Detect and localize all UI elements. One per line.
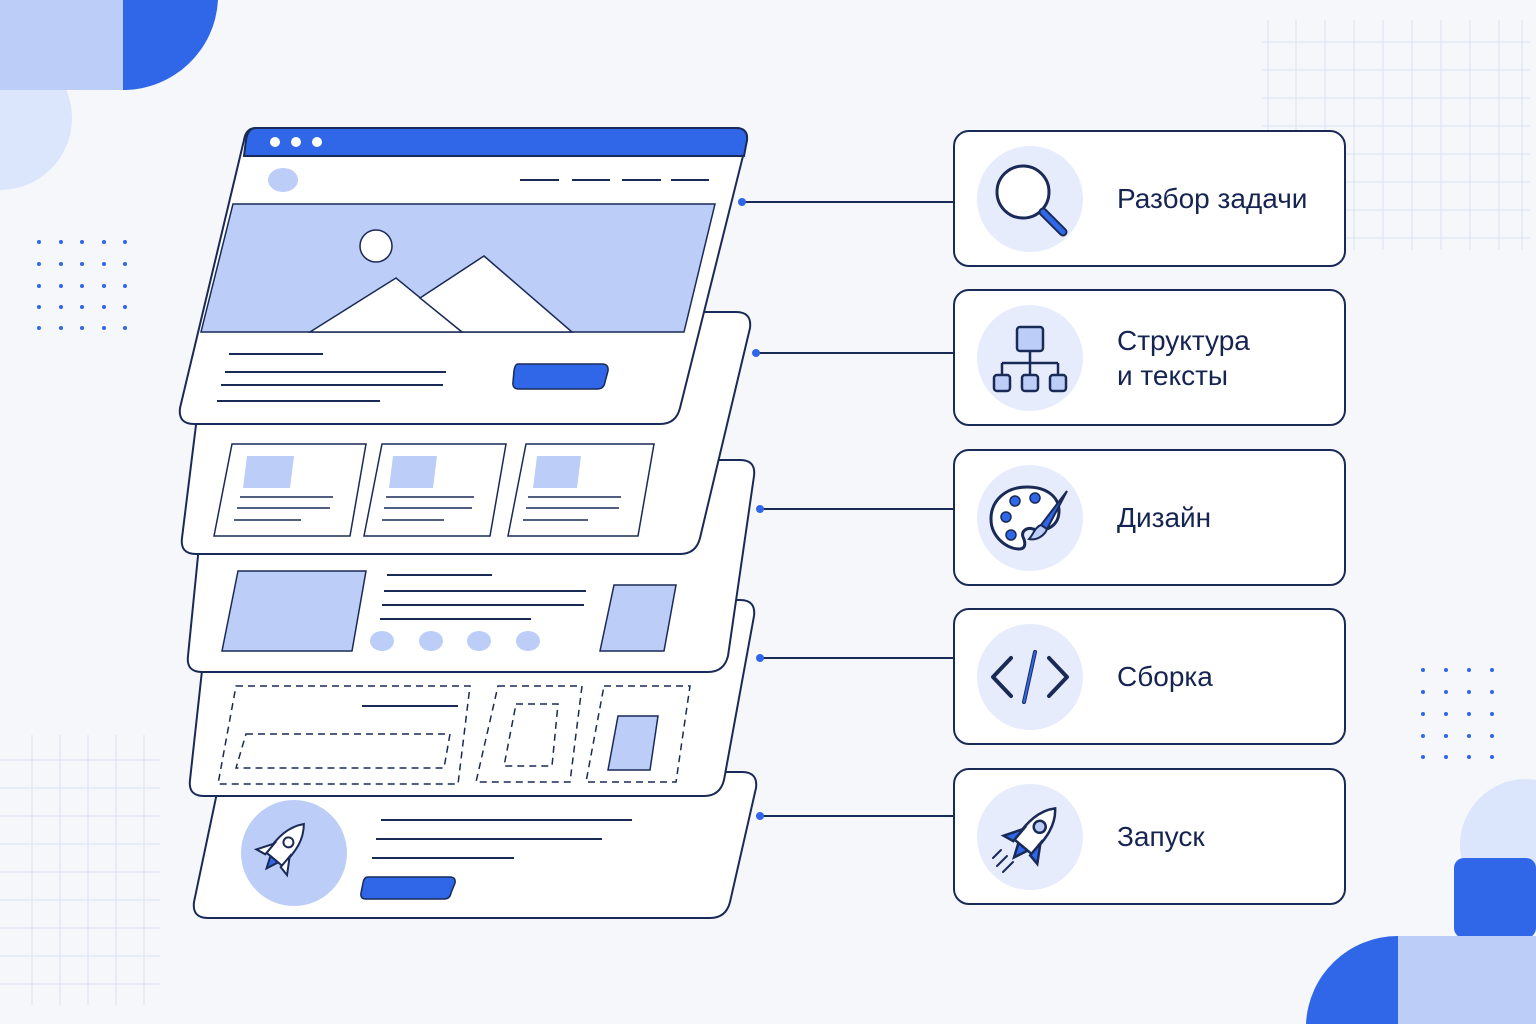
layer-launch bbox=[192, 771, 758, 919]
step-card-design: Дизайн bbox=[953, 449, 1346, 586]
hierarchy-icon bbox=[977, 305, 1083, 411]
code-icon bbox=[977, 624, 1083, 730]
palette-icon bbox=[977, 465, 1083, 571]
layer-rocket-icon bbox=[253, 822, 305, 878]
window-dots bbox=[270, 137, 322, 147]
step-card-analysis: Разбор задачи bbox=[953, 130, 1346, 267]
hero-image bbox=[200, 203, 716, 333]
magnifier-icon bbox=[977, 146, 1083, 252]
connectors bbox=[738, 198, 953, 820]
browser-title-bar bbox=[242, 127, 749, 157]
step-label-build: Сборка bbox=[1117, 661, 1213, 692]
step-label-structure: Структура и тексты bbox=[1117, 324, 1250, 391]
logo-placeholder bbox=[268, 168, 298, 192]
step-card-launch: Запуск bbox=[953, 768, 1346, 905]
connector-dot bbox=[752, 349, 760, 357]
decor-bottom-right bbox=[1306, 779, 1536, 1024]
connector-dot bbox=[756, 812, 764, 820]
connector-dot bbox=[756, 505, 764, 513]
connector-dot bbox=[738, 198, 746, 206]
step-label-design: Дизайн bbox=[1117, 502, 1212, 533]
decor-dots-left bbox=[37, 240, 127, 330]
decor-top-left bbox=[0, 0, 218, 190]
step-card-build: Сборка bbox=[953, 608, 1346, 745]
step-label-launch: Запуск bbox=[1117, 821, 1205, 852]
cta-button bbox=[512, 363, 609, 390]
connector-dot bbox=[756, 654, 764, 662]
layer-browser bbox=[178, 127, 749, 425]
decor-grid-bottom-left bbox=[0, 735, 160, 1005]
decor-dots-right bbox=[1421, 668, 1494, 759]
step-label-analysis: Разбор задачи bbox=[1117, 183, 1308, 214]
rocket-icon bbox=[977, 784, 1083, 890]
step-card-structure: Структура и тексты bbox=[953, 289, 1346, 426]
